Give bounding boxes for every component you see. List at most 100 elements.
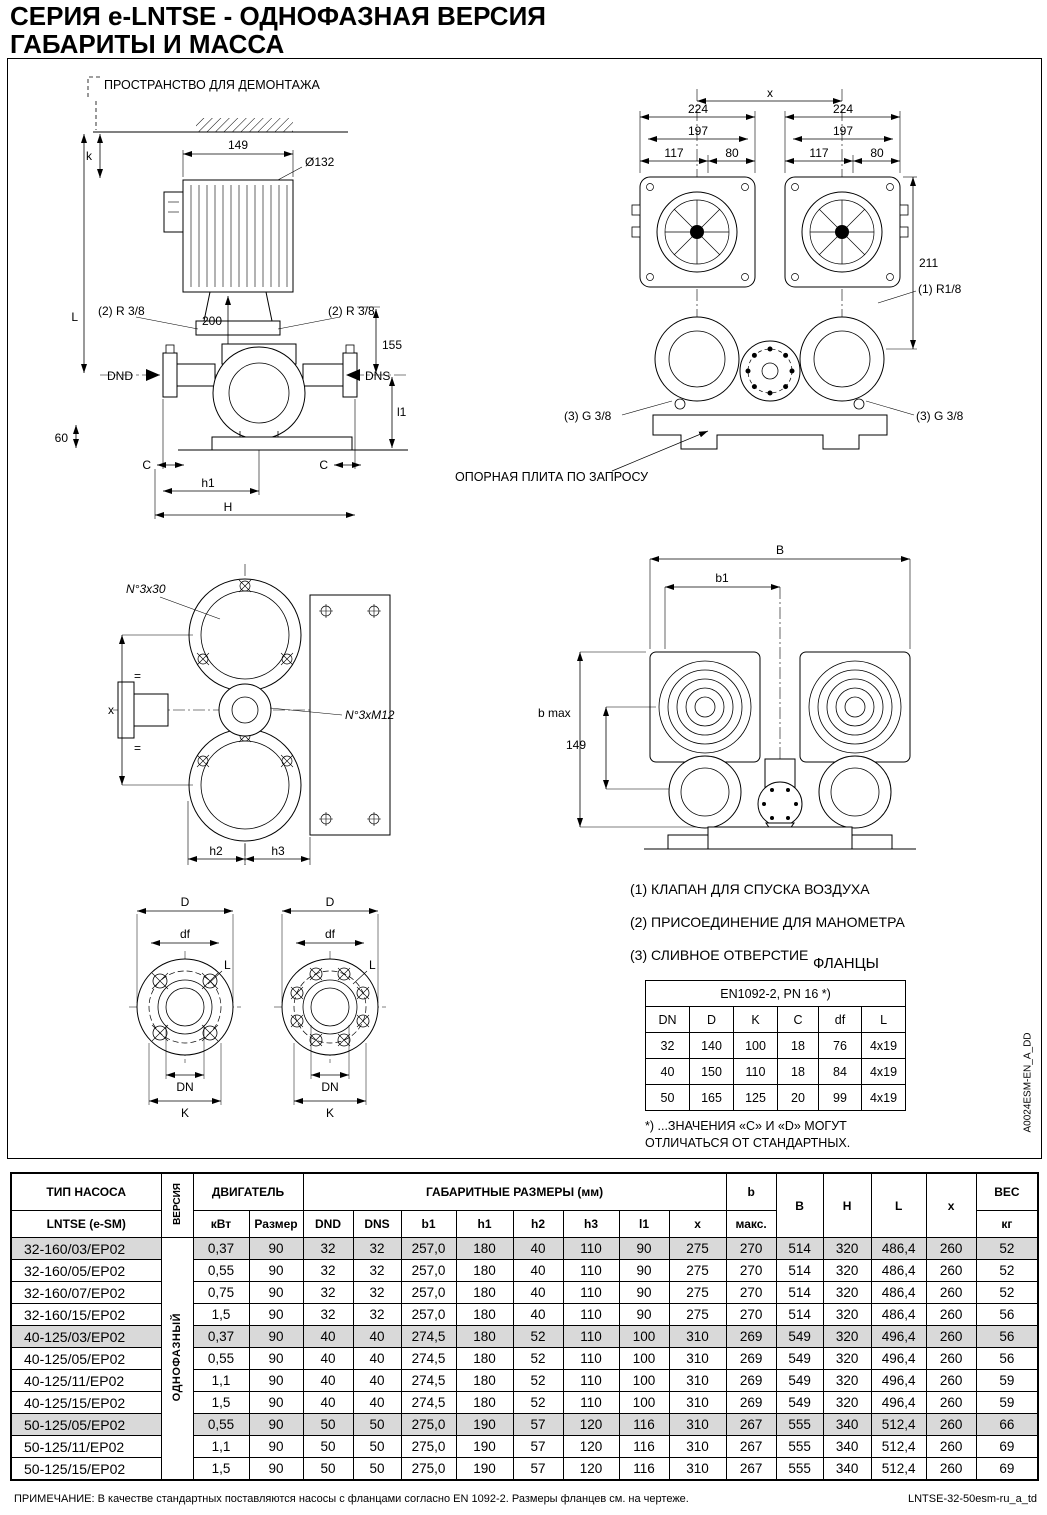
flange-cell: 110 [733,1058,778,1085]
value-cell: 310 [668,1457,727,1481]
flange-col-c: C [777,1006,819,1033]
value-cell: 0,37 [192,1325,250,1348]
value-cell: 549 [775,1325,824,1348]
col-l1: l1 [618,1210,670,1238]
value-cell: 486,4 [870,1259,927,1282]
value-cell: 274,5 [400,1347,457,1370]
value-cell: 512,4 [870,1435,927,1458]
value-cell: 1,1 [192,1369,250,1392]
value-cell: 40 [512,1303,564,1326]
flange-detail-labels: D df L DN K D df L DN K [176,895,376,1120]
value-cell: 180 [455,1259,514,1282]
value-cell: 275 [668,1281,727,1304]
pump-type-cell: 40-125/05/EP02 [10,1347,162,1370]
technical-drawing-panel: ПРОСТРАНСТВО ДЛЯ ДЕМОНТАЖА k 149 Ø132 (2… [7,58,1042,1159]
dim-L: L [71,310,78,324]
value-cell: 90 [248,1457,304,1481]
col-size: Размер [248,1210,304,1238]
value-cell: 260 [925,1259,977,1282]
pump-type-cell: 32-160/05/EP02 [10,1259,162,1282]
value-cell: 32 [302,1237,354,1260]
technical-drawing: ПРОСТРАНСТВО ДЛЯ ДЕМОНТАЖА k 149 Ø132 (2… [55,76,964,1120]
value-cell: 1,5 [192,1391,250,1414]
col-h2: h2 [512,1210,564,1238]
value-cell: 275,0 [400,1457,457,1481]
value-cell: 90 [248,1391,304,1414]
flange-table-title: ФЛАНЦЫ [813,955,879,972]
flange-cell: 4x19 [860,1032,907,1059]
dim-224-right: 224 [833,102,853,116]
dim-155: 155 [382,338,402,352]
value-cell: 59 [975,1369,1039,1392]
value-cell: 0,37 [192,1237,250,1260]
top-view-labels: N°3x30 N°3xM12 x = = h2 h3 [108,582,395,858]
value-cell: 52 [512,1347,564,1370]
value-cell: 260 [925,1369,977,1392]
col-h3: h3 [562,1210,620,1238]
value-cell: 512,4 [870,1457,927,1481]
value-cell: 56 [975,1347,1039,1370]
value-cell: 40 [512,1237,564,1260]
value-cell: 90 [248,1413,304,1436]
twin-pump-front-view [577,556,916,850]
value-cell: 260 [925,1281,977,1304]
dim-80-right: 80 [870,146,884,160]
dim-df-left: df [180,927,191,941]
label-r38-left: (2) R 3/8 [98,304,145,318]
value-cell: 90 [248,1237,304,1260]
value-cell: 52 [975,1281,1039,1304]
label-support-plate: ОПОРНАЯ ПЛИТА ПО ЗАПРОСУ [455,470,648,484]
value-cell: 59 [975,1391,1039,1414]
value-cell: 110 [562,1391,620,1414]
value-cell: 110 [562,1303,620,1326]
value-cell: 270 [725,1281,777,1304]
dim-117-left: 117 [664,146,683,160]
version-value-cell: ОДНОФАЗНЫЙ [160,1237,194,1481]
value-cell: 257,0 [400,1303,457,1326]
value-cell: 320 [822,1303,872,1326]
value-cell: 275 [668,1237,727,1260]
value-cell: 260 [925,1325,977,1348]
value-cell: 0,55 [192,1413,250,1436]
label-dns: DNS [365,369,390,383]
dim-DN-right: DN [321,1080,338,1094]
value-cell: 270 [725,1303,777,1326]
value-cell: 90 [618,1303,670,1326]
flange-cell: 150 [689,1058,734,1085]
value-cell: 260 [925,1435,977,1458]
dim-H: H [224,500,233,514]
value-cell: 69 [975,1435,1039,1458]
value-cell: 270 [725,1259,777,1282]
label-r38-right: (2) R 3/8 [328,304,375,318]
dim-149-front: 149 [566,738,586,752]
value-cell: 32 [352,1281,402,1304]
col-dns: DNS [352,1210,402,1238]
col-weight: ВЕС [975,1172,1039,1211]
col-b: b [725,1172,777,1211]
value-cell: 275 [668,1259,727,1282]
value-cell: 180 [455,1303,514,1326]
dimensions-table: ТИП НАСОСА ВЕРСИЯ ДВИГАТЕЛЬ ГАБАРИТНЫЕ Р… [10,1172,1040,1481]
dim-60: 60 [55,431,69,445]
flange-cell: 18 [777,1058,819,1085]
value-cell: 100 [618,1391,670,1414]
value-cell: 320 [822,1325,872,1348]
flange-details [129,908,386,1105]
value-cell: 50 [302,1457,354,1481]
flange-cell: 4x19 [860,1084,907,1111]
value-cell: 190 [455,1413,514,1436]
version-header-label: ВЕРСИЯ [171,1183,183,1225]
value-cell: 52 [512,1369,564,1392]
value-cell: 40 [302,1391,354,1414]
dim-K-left: K [181,1106,189,1120]
col-B: B [775,1172,824,1238]
dim-C-right: C [319,458,328,472]
value-cell: 32 [352,1303,402,1326]
value-cell: 52 [512,1325,564,1348]
col-motor: ДВИГАТЕЛЬ [192,1172,304,1211]
value-cell: 100 [618,1369,670,1392]
